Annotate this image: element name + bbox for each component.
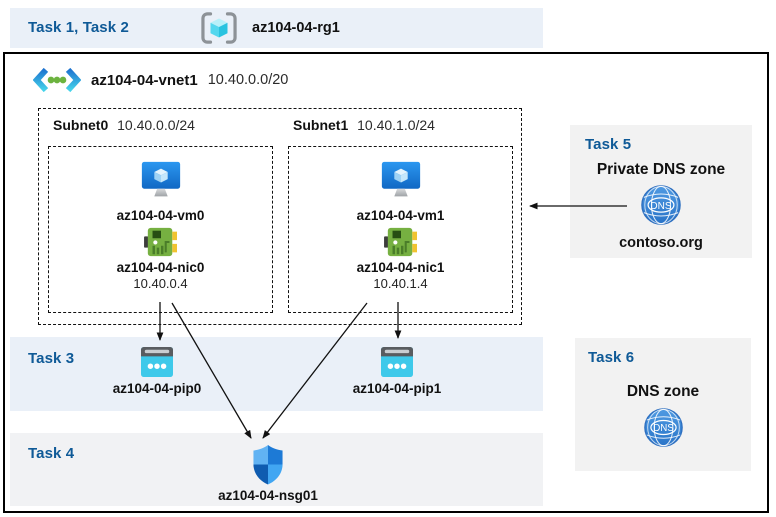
task4-band: Task 4 az104-04-nsg01 [10, 433, 543, 506]
network-interface-icon [383, 227, 417, 257]
public-ip0-name: az104-04-pip0 [112, 381, 202, 396]
task3-label: Task 3 [28, 350, 75, 367]
subnet0-cidr: 10.40.0.0/24 [117, 117, 195, 133]
subnet1-dashed-box [288, 146, 513, 313]
nic-name: az104-04-nic0 [116, 260, 205, 275]
public-ip1-node: az104-04-pip1 [327, 346, 467, 396]
virtual-network-icon [33, 67, 81, 93]
subnet1-label: Subnet1 10.40.1.0/24 [293, 117, 435, 133]
dns-text: DNS [653, 423, 674, 434]
resource-group-icon [201, 12, 237, 44]
task6-label: Task 6 [588, 349, 635, 366]
nsg-name: az104-04-nsg01 [218, 488, 318, 503]
public-ip-icon [381, 346, 413, 378]
task5-panel: Task 5 Private DNS zone DNS [570, 125, 752, 258]
nsg-node: az104-04-nsg01 [178, 444, 358, 503]
dns-text: DNS [650, 201, 671, 212]
dns-zone-title: DNS zone [626, 383, 700, 400]
vnet-cidr: 10.40.0.0/20 [207, 72, 289, 88]
dns-zone-icon: DNS [643, 408, 683, 447]
task3-band: Task 3 az104-04-pip0 az104-04-pip1 [10, 337, 543, 411]
nic-ip: 10.40.0.4 [133, 276, 188, 291]
vm-name: az104-04-vm1 [356, 208, 445, 223]
public-ip0-node: az104-04-pip0 [87, 346, 227, 396]
resource-group-name: az104-04-rg1 [252, 20, 340, 36]
public-ip1-name: az104-04-pip1 [352, 381, 442, 396]
virtual-machine-icon [141, 161, 180, 197]
vnet-node: az104-04-vnet1 10.40.0.0/20 [33, 66, 288, 94]
network-security-group-icon [253, 444, 283, 485]
task1-task2-band: Task 1, Task 2 az104-04-rg1 [10, 8, 543, 48]
task6-panel: Task 6 DNS zone DNS [575, 338, 751, 471]
subnet1-cidr: 10.40.1.0/24 [357, 117, 435, 133]
network-interface-icon [143, 227, 177, 257]
subnet0-name: Subnet0 [53, 117, 109, 133]
task1-task2-label: Task 1, Task 2 [28, 19, 129, 36]
subnet1-name: Subnet1 [293, 117, 349, 133]
virtual-machine-icon [381, 161, 420, 197]
private-dns-zone-name: contoso.org [619, 235, 703, 251]
vnet-name: az104-04-vnet1 [91, 71, 198, 89]
task5-label: Task 5 [585, 136, 632, 153]
subnet1-vm-group: az104-04-vm1 az104-04-nic1 10.40.1.4 [288, 146, 513, 291]
nic-ip: 10.40.1.4 [373, 276, 428, 291]
subnet0-vm-group: az104-04-vm0 az104-04-nic0 10.40.0.4 [48, 146, 273, 291]
subnet0-label: Subnet0 10.40.0.0/24 [53, 117, 195, 133]
private-dns-zone-title: Private DNS zone [596, 161, 726, 178]
resource-group-node: az104-04-rg1 [200, 10, 340, 46]
task4-label: Task 4 [28, 445, 75, 462]
public-ip-icon [141, 346, 173, 378]
dns-zone-icon: DNS [641, 185, 681, 225]
nic-name: az104-04-nic1 [356, 260, 445, 275]
vm-name: az104-04-vm0 [116, 208, 205, 223]
